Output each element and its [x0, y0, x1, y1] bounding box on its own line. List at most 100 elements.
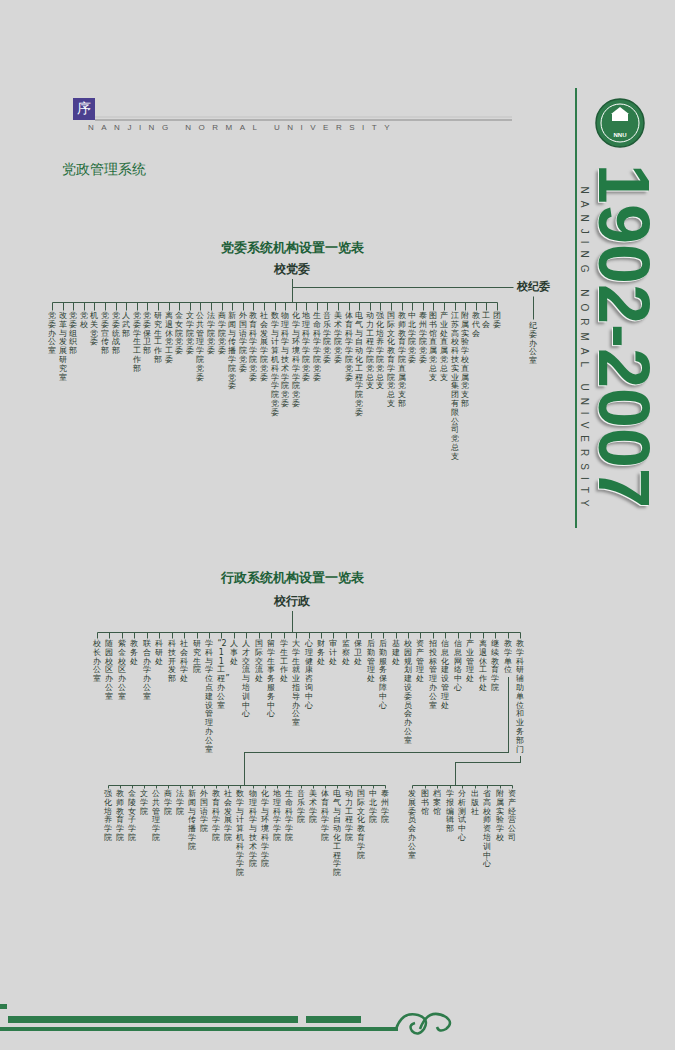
unit-name: 国际文化教育学院党总支: [387, 312, 395, 409]
unit-name: 公共管理学院党委: [196, 312, 204, 382]
unit-name: 地理科学学院党委: [302, 312, 310, 382]
footer-bar: [0, 1027, 398, 1031]
unit-name: 文学院: [140, 790, 148, 816]
unit-name: 产业管理处: [466, 640, 474, 684]
admin-unit-column: 科技开发部: [168, 640, 176, 684]
admin-unit-column: 心理健康咨询中心: [305, 640, 313, 710]
unit-name: 留学生事务服务中心: [267, 640, 275, 719]
tree-connector: [293, 612, 359, 639]
tree-connector: [293, 612, 509, 639]
unit-name: 化学与环境科学学院党委: [292, 312, 300, 409]
unit-name: 数学与计算机科学学院: [236, 790, 244, 878]
unit-name: 附属实验学校直属党支部: [461, 312, 469, 409]
tree-connector: [438, 757, 521, 789]
party-unit-column: 生命科学学院党委: [313, 312, 321, 382]
unit-name: 出版社: [471, 790, 479, 816]
unit-name: 离退休工作处: [479, 640, 487, 693]
admin-unit-column: 紫金校区办公室: [118, 640, 126, 702]
tree-connector: [138, 280, 293, 311]
tree-connector: [293, 280, 498, 311]
college-column: 泰州学院: [381, 790, 389, 825]
unit-name: 档案馆: [433, 790, 441, 816]
tree-connector: [293, 280, 318, 311]
party-unit-column: 党委保卫部: [143, 312, 151, 356]
unit-name: 联合办学办公室: [143, 640, 151, 702]
admin-unit-column: 人事处: [230, 640, 238, 666]
unit-name: 大学生就业指导办公室: [292, 640, 300, 728]
unit-name: 强化培养学院党总支: [376, 312, 384, 391]
tree-connector: [123, 612, 293, 639]
tree-connector: [456, 757, 521, 789]
tree-connector: [160, 612, 293, 639]
logo-text: NNU: [614, 132, 627, 138]
unit-name: 江苏高校科技实业集团有限公司党总支: [451, 312, 459, 462]
tree-connector: [173, 612, 293, 639]
party-unit-column: 新闻与传播学院党委: [228, 312, 236, 391]
unit-name: 校园规划建设委员会办公室: [404, 640, 412, 746]
party-unit-column: 党委学生工作部: [133, 312, 141, 374]
tree-connector: [293, 280, 514, 288]
tree-connector: [293, 612, 434, 639]
unit-name: 法学院党委: [207, 312, 215, 356]
tree-connector: [159, 280, 293, 311]
side-rule: [575, 88, 577, 528]
tree-connector: [148, 612, 293, 639]
tree-connector: [293, 612, 471, 639]
admin-unit-column: “211工程”办公室: [217, 640, 225, 710]
tree-connector: [245, 678, 509, 789]
tree-connector: [293, 280, 477, 311]
support-unit-column: 档案馆: [433, 790, 441, 816]
unit-name: 党委学生工作部: [133, 312, 141, 374]
admin-unit-column: 审计处: [329, 640, 337, 666]
unit-name: 校党委: [274, 263, 310, 277]
tree-connector: [293, 280, 445, 311]
unit-name: 纪委办公室: [529, 322, 537, 366]
support-unit-column: 发展委员会办公室: [408, 790, 416, 860]
header-rule: [95, 117, 512, 118]
unit-name: 党校: [80, 312, 88, 330]
unit-name: 音乐学院党委: [323, 312, 331, 365]
tree-connector: [293, 280, 350, 311]
unit-name: 国际文化教育学院: [357, 790, 365, 860]
admin-unit-column: 人才交流与培训中心: [242, 640, 250, 719]
unit-name: 美术学院: [309, 790, 317, 825]
unit-name: 物理科学与技术学院党委: [281, 312, 289, 409]
unit-name: 机关党委: [90, 312, 98, 347]
tree-connector: [456, 757, 521, 789]
section-heading: 党委系统机构设置一览表: [221, 241, 364, 254]
tree-connector: [293, 612, 297, 639]
unit-name: 审计处: [329, 640, 337, 666]
tree-connector: [245, 678, 509, 789]
admin-unit-column: 联合办学办公室: [143, 640, 151, 702]
logo-building: [612, 114, 628, 121]
admin-unit-column: 研究生院: [193, 640, 201, 675]
unit-name: 心理健康咨询中心: [305, 640, 313, 710]
party-unit-column: 人武部: [122, 312, 130, 338]
tree-connector: [212, 280, 293, 311]
party-unit-column: 社会发展学院党委: [260, 312, 268, 382]
admin-unit-column: 学生工作处: [280, 640, 288, 684]
tree-connector: [235, 612, 293, 639]
unit-name: 社会科学处: [180, 640, 188, 684]
unit-name: 生命科学学院党委: [313, 312, 321, 382]
unit-name: 国际交流处: [255, 640, 263, 684]
unit-name: 工会: [482, 312, 490, 330]
tree-connector: [456, 757, 521, 789]
root-unit: 校行政: [274, 595, 310, 609]
tree-connector: [293, 280, 434, 311]
tree-connector: [293, 612, 347, 639]
college-column: 数学与计算机科学学院: [236, 790, 244, 878]
tree-connector: [276, 280, 293, 311]
unit-name: 后勤服务保障中心: [379, 640, 387, 710]
admin-unit-column: 资产管理处: [416, 640, 424, 684]
unit-name: 教学单位: [504, 640, 512, 675]
tree-connector: [293, 280, 328, 311]
footer-bar: [0, 1004, 7, 1009]
party-unit-column: 离退休党工委: [165, 312, 173, 365]
party-unit-column: 党委组织部: [69, 312, 77, 356]
admin-unit-column: 学科与学位点建设管理办公室: [205, 640, 213, 754]
tree-connector: [180, 280, 293, 311]
tree-connector: [117, 280, 293, 311]
unit-name: 团委: [493, 312, 501, 330]
